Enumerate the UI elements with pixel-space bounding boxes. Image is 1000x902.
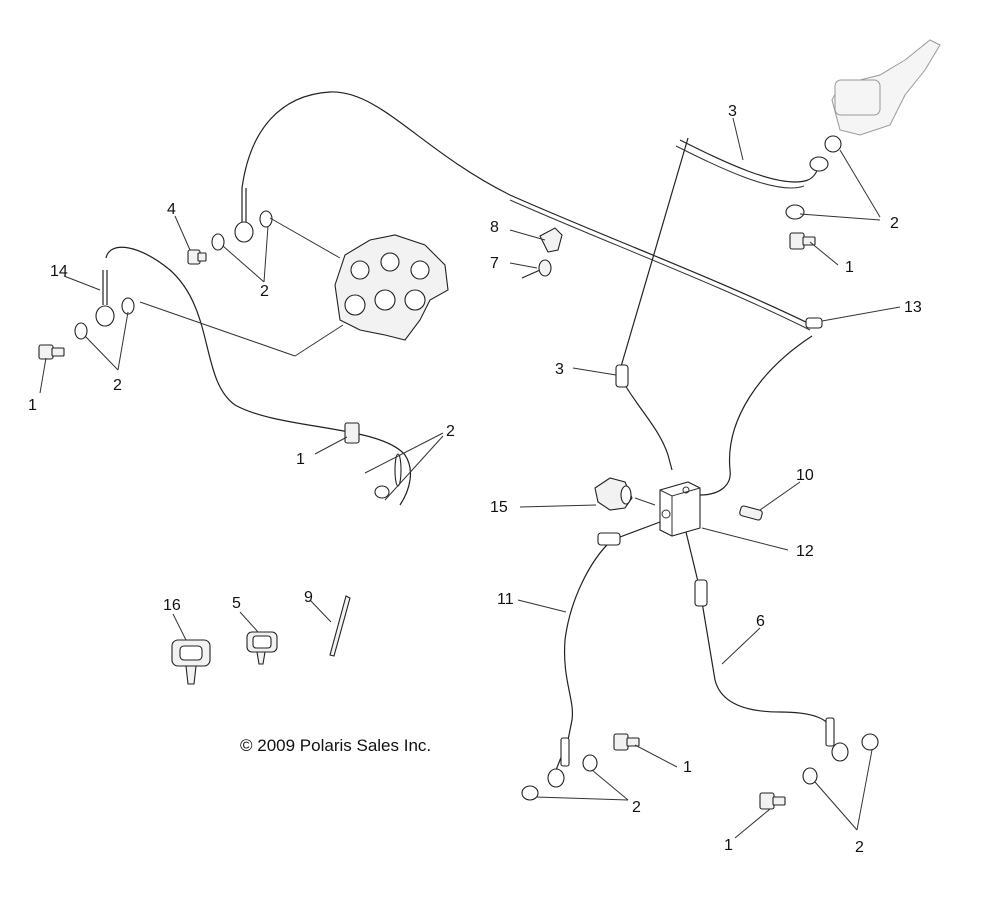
callout-1-left: 1 xyxy=(28,397,37,414)
callout-1-lower-right: 1 xyxy=(724,837,733,854)
hose-3-lower xyxy=(624,384,673,471)
leader-lines xyxy=(39,117,901,839)
callout-15: 15 xyxy=(490,499,508,516)
banjo-upper xyxy=(234,188,254,243)
bleeder-4 xyxy=(187,249,207,265)
rivet-7 xyxy=(521,259,552,279)
hose-3-fitting xyxy=(615,364,629,388)
line-11 xyxy=(563,521,661,741)
clip-5 xyxy=(246,631,278,665)
cable-tie-9-body xyxy=(329,595,351,657)
line-11-fitting xyxy=(597,532,621,546)
callout-3-mid: 3 xyxy=(555,361,564,378)
callout-7: 7 xyxy=(490,255,499,272)
bolt-10 xyxy=(739,505,763,521)
line-6-fitting xyxy=(694,579,708,607)
brake-caliper xyxy=(334,234,449,341)
callout-2-lower-mid: 2 xyxy=(632,799,641,816)
callout-6: 6 xyxy=(756,613,765,630)
banjo-lower-left xyxy=(547,768,565,788)
brake-line-main-2 xyxy=(509,199,811,331)
callout-16: 16 xyxy=(163,597,181,614)
callout-labels: 3 2 1 13 8 7 3 10 15 12 11 6 4 14 2 2 1 … xyxy=(28,103,922,856)
line-6 xyxy=(685,531,831,731)
fitting-lower-right xyxy=(825,717,835,747)
callout-4: 4 xyxy=(167,201,176,218)
callout-1-top-right: 1 xyxy=(845,259,854,276)
master-cylinder xyxy=(831,39,941,136)
hose-3-upper-b xyxy=(675,145,805,189)
callout-11: 11 xyxy=(497,591,514,608)
banjo-14 xyxy=(95,270,115,327)
junction-block-12 xyxy=(659,481,701,537)
line-13-fitting xyxy=(805,317,823,329)
hose-3-long xyxy=(619,137,689,371)
callout-12: 12 xyxy=(796,543,814,560)
callout-2-top-right: 2 xyxy=(890,215,899,232)
callout-13: 13 xyxy=(904,299,922,316)
clip-8 xyxy=(539,227,563,253)
callout-2-left-upper: 2 xyxy=(260,283,269,300)
copyright-notice: © 2009 Polaris Sales Inc. xyxy=(240,736,431,755)
callout-1-lower-mid: 1 xyxy=(683,759,692,776)
callout-14: 14 xyxy=(50,263,68,280)
brake-line-14 xyxy=(105,246,412,506)
callout-3-top: 3 xyxy=(728,103,737,120)
brake-switch-15 xyxy=(594,477,633,511)
brake-line-main xyxy=(241,91,813,326)
clip-16 xyxy=(171,639,211,685)
banjo-lower-right xyxy=(831,742,849,762)
callout-2-left-lower: 2 xyxy=(113,377,122,394)
callout-1-mid: 1 xyxy=(296,451,305,468)
hose-3-upper xyxy=(679,139,819,183)
callout-2-mid: 2 xyxy=(446,423,455,440)
callout-9: 9 xyxy=(304,589,313,606)
callout-2-lower-right: 2 xyxy=(855,839,864,856)
callout-5: 5 xyxy=(232,595,241,612)
line-13 xyxy=(699,335,813,496)
fitting-lower-left xyxy=(560,737,570,767)
washers xyxy=(74,135,879,801)
callout-8: 8 xyxy=(490,219,499,236)
callout-10: 10 xyxy=(796,467,814,484)
